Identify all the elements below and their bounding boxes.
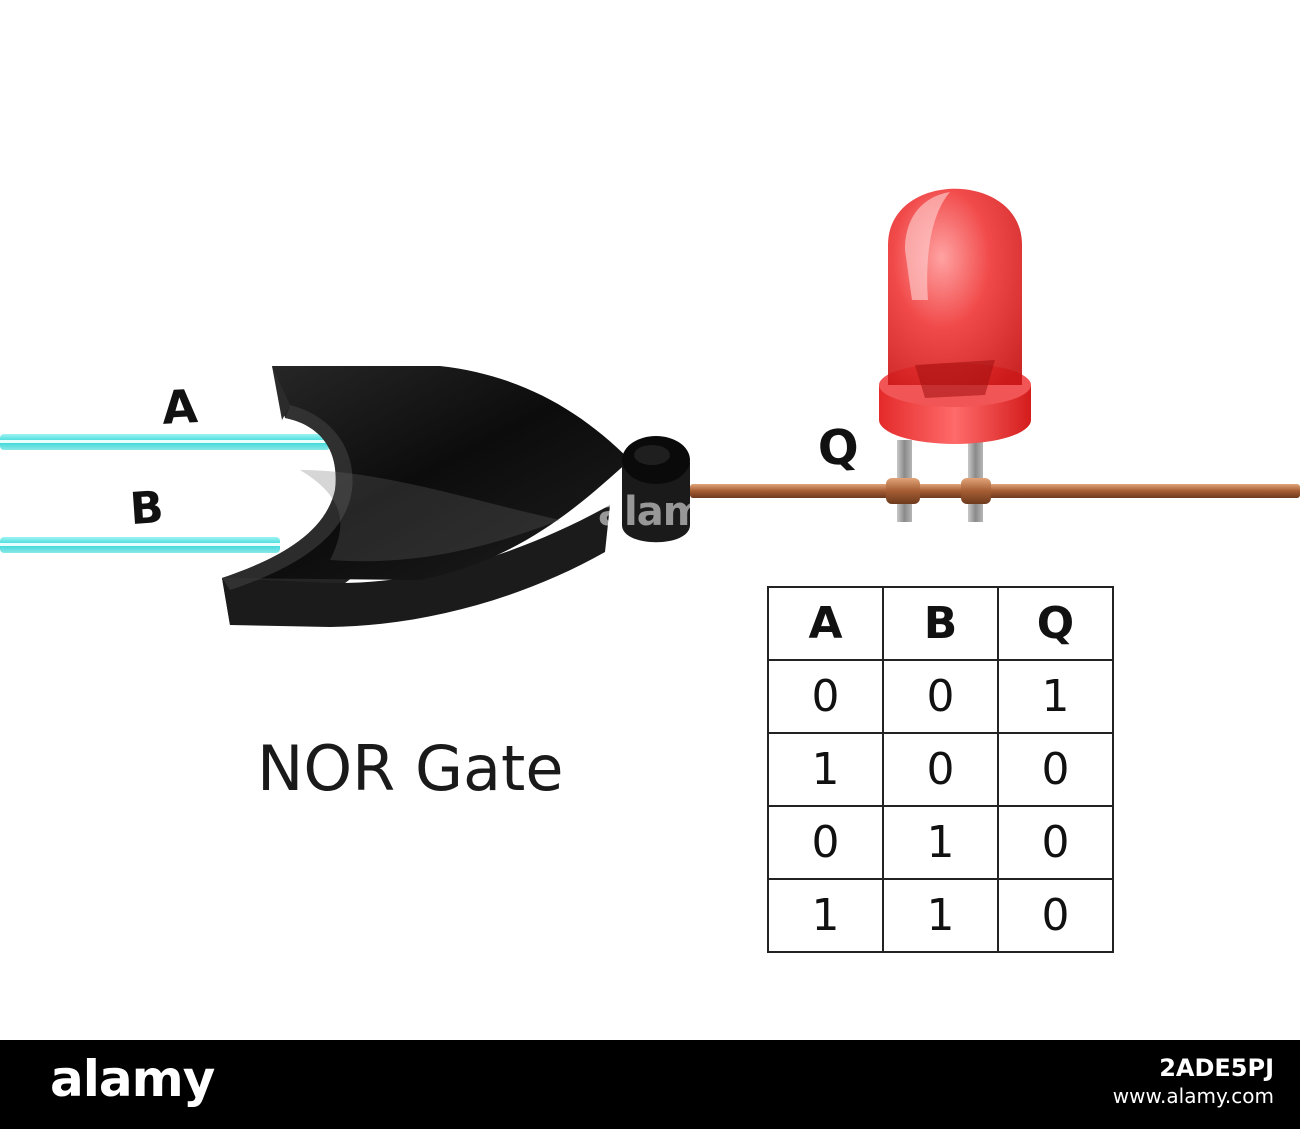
circuit-drawing (0, 188, 1300, 627)
stock-footer-bar: alamy 2ADE5PJ www.alamy.com (0, 1040, 1300, 1129)
table-row: 1 1 0 (767, 878, 1114, 953)
header-b: B (882, 586, 999, 661)
table-row: 1 0 0 (767, 732, 1114, 807)
watermark-center: alamy (598, 489, 729, 535)
led (879, 188, 1031, 522)
output-wire (690, 484, 1300, 498)
inversion-bubble (622, 436, 690, 543)
alamy-logo: alamy (50, 1050, 215, 1108)
table-cell: 0 (882, 659, 999, 734)
footer-info: 2ADE5PJ www.alamy.com (1113, 1054, 1274, 1109)
gate-title: NOR Gate (257, 732, 564, 805)
input-wire-a (0, 434, 330, 450)
table-cell: 0 (997, 732, 1114, 807)
input-label-b: B (128, 481, 166, 536)
header-a: A (767, 586, 884, 661)
image-id: 2ADE5PJ (1159, 1054, 1274, 1082)
input-wire-b (0, 537, 280, 553)
nor-gate-body (222, 366, 630, 627)
table-cell: 1 (997, 659, 1114, 734)
truth-table: A B Q 0 0 1 1 0 0 0 1 0 1 1 (767, 586, 1114, 953)
input-label-a: A (160, 379, 199, 435)
table-cell: 0 (882, 732, 999, 807)
table-cell: 0 (767, 659, 884, 734)
table-row: 0 1 0 (767, 805, 1114, 880)
table-cell: 0 (997, 805, 1114, 880)
table-cell: 1 (767, 732, 884, 807)
table-cell: 0 (997, 878, 1114, 953)
truth-table-header-row: A B Q (767, 586, 1114, 661)
nor-gate-illustration: A B Q alamy A B Q 0 0 1 1 0 0 0 1 (0, 188, 1300, 953)
table-cell: 1 (882, 805, 999, 880)
site-url: www.alamy.com (1112, 1083, 1274, 1108)
output-label-q: Q (816, 418, 861, 478)
table-cell: 1 (767, 878, 884, 953)
table-cell: 0 (767, 805, 884, 880)
table-row: 0 0 1 (767, 659, 1114, 734)
table-cell: 1 (882, 878, 999, 953)
header-q: Q (997, 586, 1114, 661)
